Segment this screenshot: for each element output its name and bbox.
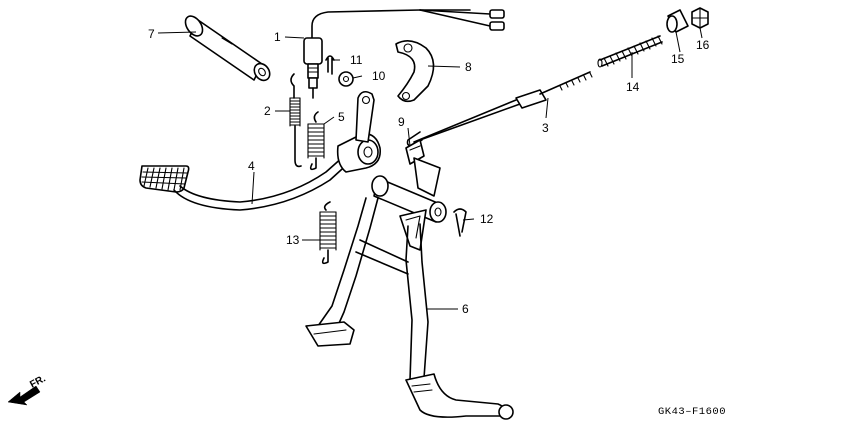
callout-10: 10 — [372, 69, 386, 83]
callout-13: 13 — [286, 233, 300, 247]
switch-stay-part-8 — [395, 40, 435, 103]
front-direction-arrow-icon: FR. — [7, 373, 48, 406]
main-stand-part-6 — [305, 157, 514, 420]
adjusting-nut-part-16 — [691, 7, 709, 29]
pivot-shaft-part-7 — [184, 15, 271, 82]
callout-7: 7 — [148, 27, 155, 41]
callout-1: 1 — [274, 30, 281, 44]
brake-rod-part-3 — [406, 71, 593, 147]
callout-15: 15 — [671, 52, 685, 66]
callout-11: 11 — [350, 53, 363, 67]
stopper-rubber-part-9 — [405, 139, 425, 165]
callout-12: 12 — [480, 212, 494, 226]
stop-switch-part-1 — [303, 9, 505, 99]
spring-part-2 — [289, 73, 302, 168]
spring-part-5 — [307, 111, 325, 171]
leader-lines — [157, 27, 703, 310]
cotter-pin-part-11 — [325, 55, 335, 75]
spring-part-13 — [319, 201, 337, 265]
brake-pedal-part-4 — [139, 90, 382, 211]
callout-5: 5 — [338, 110, 345, 124]
direction-label: FR. — [28, 373, 48, 390]
cotter-pin-part-12 — [453, 208, 467, 237]
callout-16: 16 — [696, 38, 710, 52]
drawing-code: GK43–F1600 — [658, 406, 726, 418]
callout-9: 9 — [398, 115, 405, 129]
joint-part-15 — [666, 9, 689, 33]
spring-part-14 — [597, 35, 663, 68]
callout-3: 3 — [542, 121, 549, 135]
washer-part-10 — [338, 71, 354, 87]
callout-labels: 7 1 11 10 8 2 5 3 14 15 16 9 4 12 13 6 — [148, 27, 710, 316]
callout-2: 2 — [264, 104, 271, 118]
callout-14: 14 — [626, 80, 640, 94]
callout-6: 6 — [462, 302, 469, 316]
callout-4: 4 — [248, 159, 255, 173]
callout-8: 8 — [465, 60, 472, 74]
